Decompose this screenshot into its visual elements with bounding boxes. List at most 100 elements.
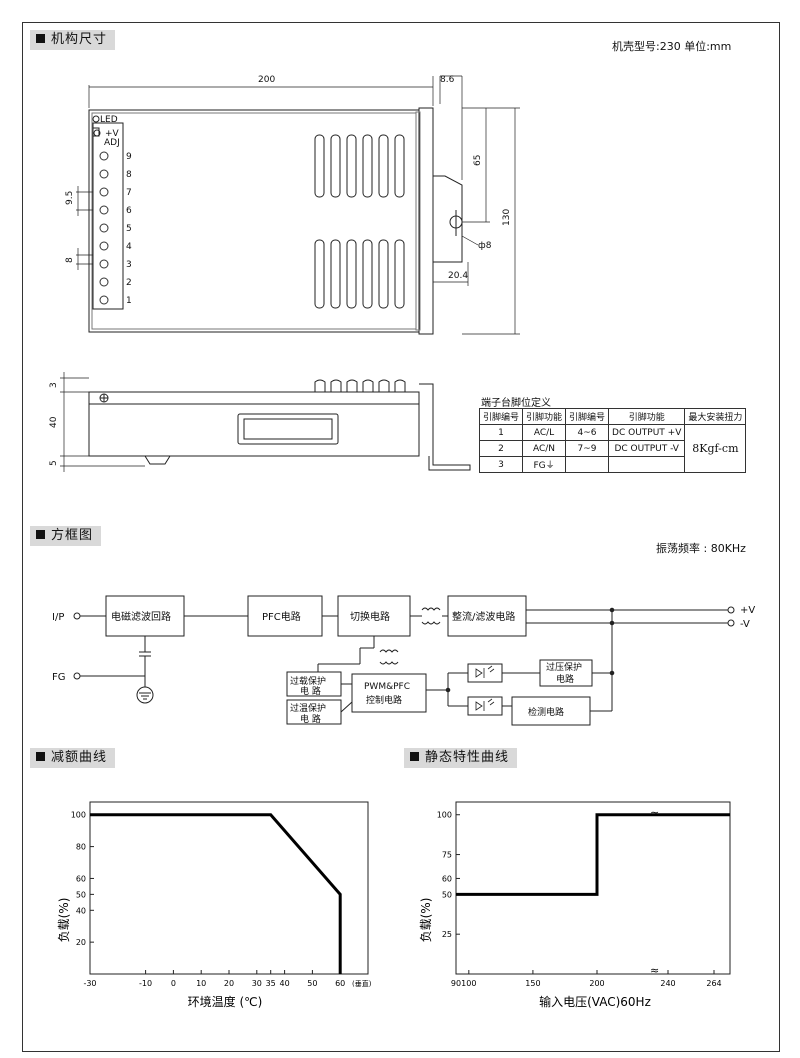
pin-table: 引脚编号 引脚功能 引脚编号 引脚功能 最大安装扭力 1 AC/L 4~6 DC… — [478, 408, 747, 473]
y-tick-label: 60 — [442, 874, 452, 883]
ocp-block-1: 过载保护 — [290, 675, 326, 687]
fg-label: FG — [52, 672, 66, 683]
x-tick-label: 100 — [461, 979, 476, 988]
table-cell: 3 — [478, 456, 524, 473]
vneg-label: -V — [740, 619, 750, 630]
x-tick-label: 90 — [451, 979, 461, 988]
dim-phi8: ф8 — [478, 241, 492, 251]
table-header: 引脚功能 — [608, 408, 686, 425]
chart1-ylabel: 负载(%) — [57, 898, 71, 943]
table-row: 1 AC/L 4~6 DC OUTPUT +V 8Kgf-cm — [478, 424, 747, 473]
section-title: 减额曲线 — [51, 750, 108, 765]
table-cell: DC OUTPUT -V — [608, 440, 686, 457]
frequency-label: 振荡频率 : 80KHz — [656, 542, 746, 555]
table-cell: 7~9 — [565, 440, 610, 457]
table-header: 引脚功能 — [522, 408, 567, 425]
y-tick-label: 40 — [76, 906, 86, 915]
x-tick-label: 60 — [335, 979, 345, 988]
dim-20-4: 20.4 — [448, 271, 468, 281]
table-cell: 4~6 — [565, 424, 610, 441]
section-block-header: 方框图 — [30, 526, 102, 546]
table-row: 3 FG⏚ — [478, 456, 746, 473]
section-mechanical-header: 机构尺寸 — [30, 30, 116, 50]
vpos-label: +V — [740, 605, 755, 616]
pin-table-title: 端子台脚位定义 — [481, 398, 551, 409]
terminal-number: 8 — [126, 170, 132, 180]
pfc-block: PFC电路 — [262, 610, 301, 623]
chart1-xsuffix: (垂直) — [352, 979, 372, 988]
y-tick-label: 80 — [76, 843, 86, 852]
square-bullet-icon — [410, 752, 419, 761]
y-tick-label: 50 — [442, 890, 452, 899]
y-tick-label: 25 — [442, 930, 452, 939]
dim-65: 65 — [473, 155, 483, 166]
table-cell: AC/L — [522, 424, 567, 441]
x-tick-label: -30 — [83, 979, 96, 988]
terminal-number: 4 — [126, 242, 132, 252]
x-tick-label: 30 — [252, 979, 262, 988]
x-tick-label: 50 — [307, 979, 317, 988]
terminal-number: 1 — [126, 296, 132, 306]
chart2-ylabel: 负载(%) — [419, 898, 433, 943]
y-tick-label: 60 — [76, 874, 86, 883]
dim-5: 5 — [49, 460, 59, 466]
y-tick-label: 100 — [71, 811, 86, 820]
section-derating-header: 减额曲线 — [30, 748, 116, 768]
square-bullet-icon — [36, 34, 45, 43]
pwm-block-2: 控制电路 — [366, 694, 402, 706]
table-header: 最大安装扭力 — [684, 408, 747, 425]
break-mark-icon: ≈ — [650, 964, 659, 977]
terminal-number: 6 — [126, 206, 132, 216]
dim-8: 8 — [65, 257, 75, 263]
square-bullet-icon — [36, 530, 45, 539]
x-tick-label: 10 — [196, 979, 206, 988]
table-cell: 1 — [478, 424, 524, 441]
table-cell: 2 — [478, 440, 524, 457]
terminal-number: 7 — [126, 188, 132, 198]
dim-9-5: 9.5 — [65, 191, 75, 205]
section-title: 方框图 — [51, 528, 94, 543]
x-tick-label: 0 — [171, 979, 176, 988]
table-cell — [608, 456, 686, 473]
table-cell: AC/N — [522, 440, 567, 457]
derating-curve — [90, 813, 342, 974]
rectify-block: 整流/滤波电路 — [452, 610, 515, 623]
table-header-row: 引脚编号 引脚功能 引脚编号 引脚功能 最大安装扭力 — [478, 408, 747, 425]
ovp-block-1: 过压保护 — [546, 661, 582, 673]
x-tick-label: 264 — [706, 979, 721, 988]
chart1-xlabel: 环境温度 (℃) — [188, 994, 263, 1009]
x-tick-label: 35 — [266, 979, 276, 988]
case-info: 机壳型号:230 单位:mm — [612, 40, 732, 53]
table-header: 引脚编号 — [565, 408, 610, 425]
table-header: 引脚编号 — [478, 408, 524, 425]
static-curve — [456, 813, 730, 896]
dim-3: 3 — [49, 382, 59, 388]
block-diagram: I/P FG 电磁滤波回路 PFC电路 切换电路 整流/滤波电路 +V -V 过… — [52, 595, 755, 726]
y-tick-label: 20 — [76, 938, 86, 947]
terminal-number: 5 — [126, 224, 132, 234]
section-title: 机构尺寸 — [51, 32, 108, 47]
dim-200: 200 — [258, 75, 275, 85]
y-tick-label: 100 — [437, 811, 452, 820]
x-tick-label: -10 — [139, 979, 152, 988]
x-tick-label: 240 — [660, 979, 675, 988]
torque-cell: 8Kgf-cm — [684, 424, 747, 473]
section-static-header: 静态特性曲线 — [404, 748, 518, 768]
terminal-number: 9 — [126, 152, 132, 162]
square-bullet-icon — [36, 752, 45, 761]
ip-label: I/P — [52, 612, 64, 623]
detect-block: 检测电路 — [528, 706, 564, 718]
x-tick-label: 200 — [589, 979, 604, 988]
led-label: LED — [100, 115, 118, 125]
y-tick-label: 50 — [76, 890, 86, 899]
otp-block-1: 过温保护 — [290, 702, 326, 714]
break-mark-icon: ≈ — [650, 807, 659, 820]
pwm-block-1: PWM&PFC — [364, 682, 410, 692]
ovp-block-2: 电路 — [556, 673, 574, 685]
vadj-label-1: +V — [105, 129, 120, 139]
switch-block: 切换电路 — [350, 610, 390, 623]
otp-block-2: 电 路 — [300, 713, 321, 725]
